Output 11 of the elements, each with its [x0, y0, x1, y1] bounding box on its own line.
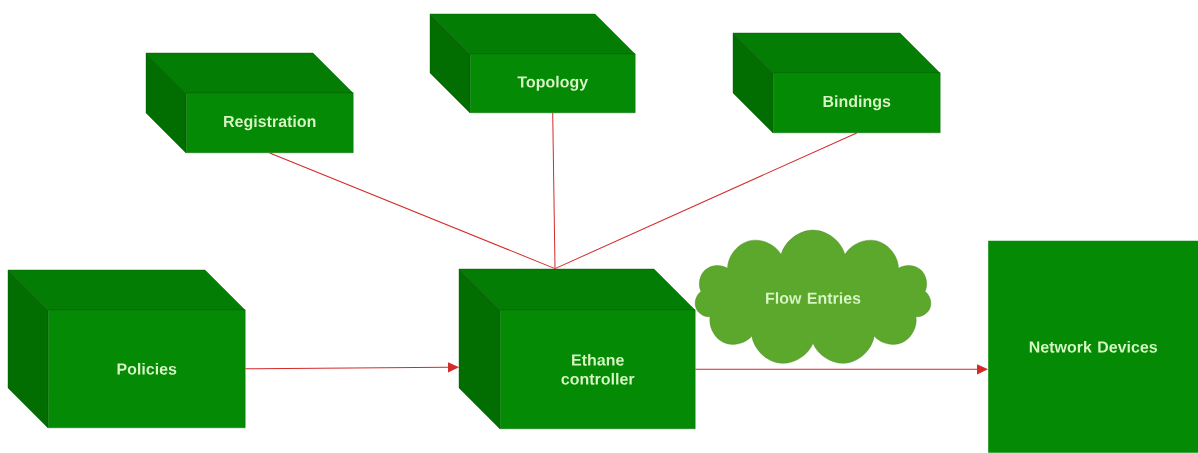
connector-line	[554, 132, 858, 270]
device-box: Network Devices	[988, 240, 1198, 453]
connector-line	[552, 112, 556, 270]
connector-line	[269, 152, 556, 270]
block-cube: Topology	[429, 13, 636, 114]
block-cube: Policies	[7, 269, 246, 429]
block-cube: Bindings	[732, 32, 941, 134]
arrow	[694, 364, 988, 375]
arrow	[244, 362, 459, 373]
block-cube: Ethane controller	[458, 268, 696, 430]
block-cube: Registration	[145, 52, 354, 154]
